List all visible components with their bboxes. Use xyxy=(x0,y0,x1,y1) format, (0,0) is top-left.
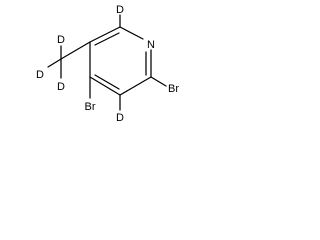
atom-label-br-4: Br xyxy=(85,101,96,113)
bond-c5-methyl xyxy=(60,41,91,60)
atom-label-n: N xyxy=(147,39,155,51)
bond-c6-n xyxy=(119,26,144,40)
bond-c5-c6-inner xyxy=(94,32,120,46)
atom-label-d-methyl-bottom: D xyxy=(57,81,65,93)
atom-label-d-methyl-top: D xyxy=(57,34,65,46)
atom-label-d-6: D xyxy=(116,4,124,16)
atom-label-d-3: D xyxy=(116,112,124,124)
bond-methyl-d-left xyxy=(47,58,62,68)
atom-label-d-methyl-left: D xyxy=(36,69,44,81)
bond-c2-c3 xyxy=(119,76,152,96)
molecule-drawing: D N Br D Br D D D xyxy=(36,4,179,124)
atom-label-br-2: Br xyxy=(168,83,179,95)
bond-c5-c6 xyxy=(89,26,121,43)
bond-c3-c4-inner xyxy=(94,74,120,90)
bond-c3-c4 xyxy=(89,76,121,96)
structure-diagram: D N Br D Br D D D xyxy=(0,0,219,154)
bond-c2-br xyxy=(150,76,167,87)
